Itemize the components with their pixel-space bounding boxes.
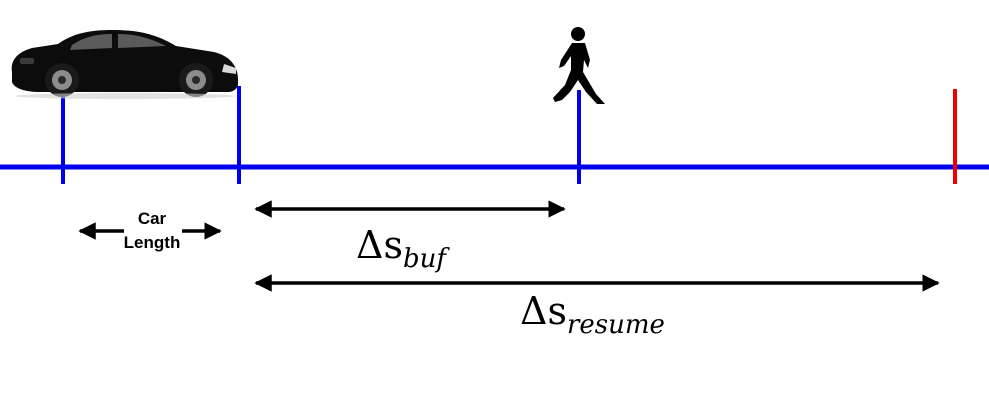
car-length-label-line2: Length bbox=[124, 233, 181, 252]
buffer-distance-label: Δsbuf bbox=[356, 223, 450, 274]
car-icon bbox=[11, 30, 238, 99]
resume-distance-label: Δsresume bbox=[520, 289, 665, 340]
resume-subscript: resume bbox=[567, 310, 665, 340]
car-length-label-line1: Car bbox=[138, 209, 167, 228]
buffer-symbol: Δs bbox=[356, 223, 403, 267]
buffer-subscript: buf bbox=[403, 244, 450, 274]
pedestrian-icon bbox=[553, 27, 605, 104]
resume-symbol: Δs bbox=[520, 289, 567, 333]
